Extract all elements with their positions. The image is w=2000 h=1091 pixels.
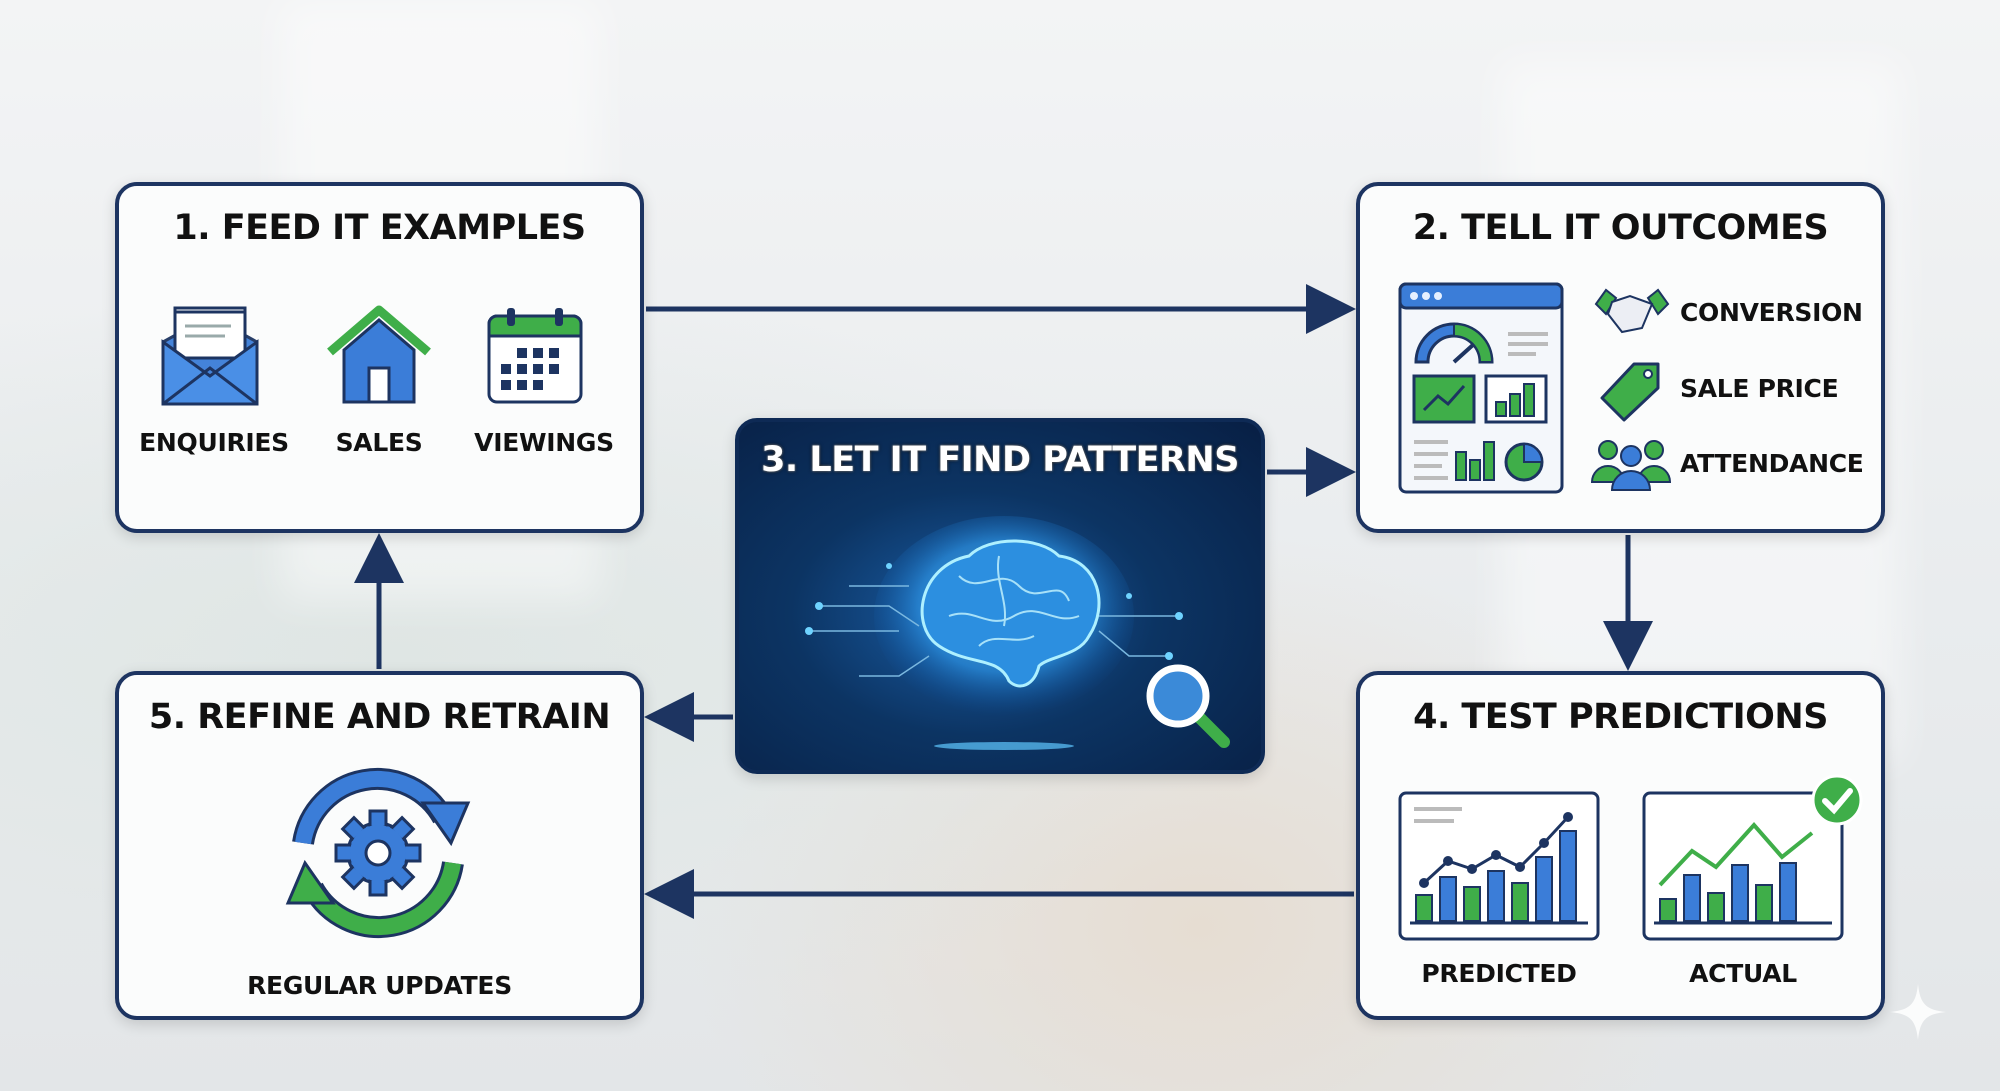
step-1-feed-examples: 1. FEED IT EXAMPLES ENQUIRIES SALES VIEW… — [115, 182, 644, 533]
label-actual: ACTUAL — [1689, 959, 1797, 988]
step-3-find-patterns: 3. LET IT FIND PATTERNS — [735, 418, 1265, 774]
price-tag-icon — [1600, 362, 1660, 422]
refresh-gear-icon — [285, 767, 471, 939]
step-title: 5. REFINE AND RETRAIN — [148, 697, 611, 737]
label-viewings: VIEWINGS — [474, 428, 614, 457]
handshake-icon — [1594, 288, 1670, 334]
label-conversion: CONVERSION — [1680, 298, 1863, 327]
brain-icon — [805, 516, 1183, 750]
sparkle-icon — [1890, 984, 1946, 1040]
check-badge-icon — [1811, 774, 1863, 826]
label-regular-updates: REGULAR UPDATES — [247, 971, 512, 1000]
label-attendance: ATTENDANCE — [1680, 449, 1864, 478]
people-icon — [1590, 440, 1672, 491]
house-icon — [327, 305, 431, 404]
label-sale-price: SALE PRICE — [1680, 374, 1839, 403]
label-enquiries: ENQUIRIES — [139, 428, 289, 457]
step-4-test-predictions: 4. TEST PREDICTIONS PREDICTED ACTUAL — [1356, 671, 1885, 1020]
step-2-tell-outcomes: 2. TELL IT OUTCOMES CONVERSION SALE PRIC… — [1356, 182, 1885, 533]
step-title: 3. LET IT FIND PATTERNS — [761, 440, 1239, 480]
step-5-refine-retrain: 5. REFINE AND RETRAIN REGULAR UPDATES — [115, 671, 644, 1020]
label-sales: SALES — [335, 428, 423, 457]
magnifier-icon — [1146, 664, 1230, 748]
step-title: 4. TEST PREDICTIONS — [1413, 697, 1828, 737]
step-title: 1. FEED IT EXAMPLES — [173, 208, 586, 248]
envelope-icon — [161, 306, 259, 406]
label-predicted: PREDICTED — [1421, 959, 1577, 988]
predicted-chart-icon — [1398, 791, 1600, 941]
calendar-icon — [487, 308, 583, 404]
step-title: 2. TELL IT OUTCOMES — [1412, 208, 1829, 248]
dashboard-icon — [1398, 282, 1564, 494]
actual-chart-icon — [1642, 791, 1844, 941]
